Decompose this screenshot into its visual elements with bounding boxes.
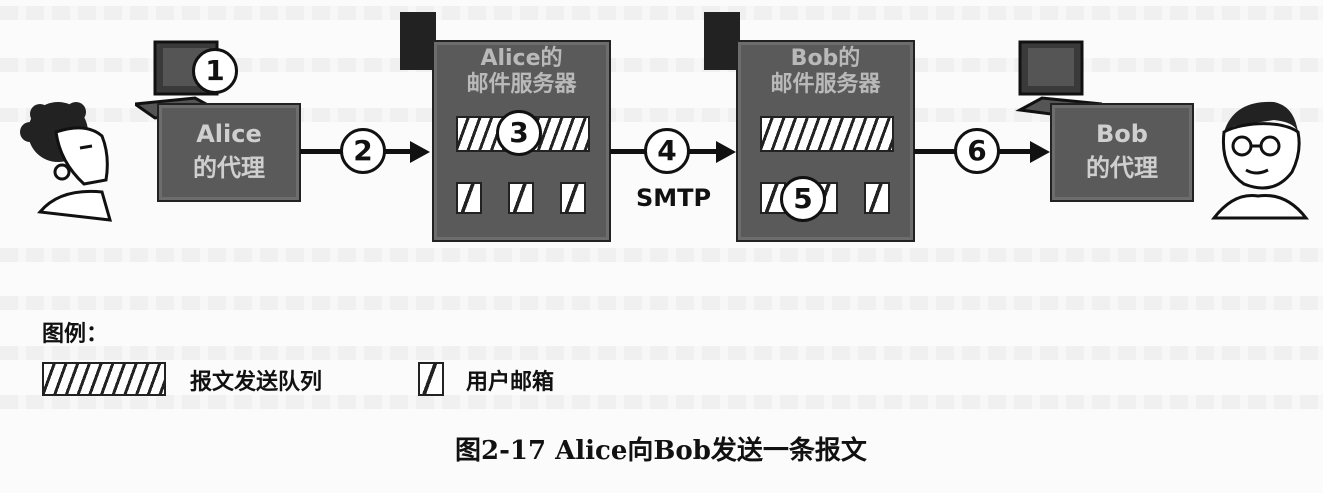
- alice-server-mailbox: [508, 182, 534, 214]
- legend-mailbox-symbol: [418, 362, 444, 396]
- alice-user-agent-box: Alice 的代理: [157, 103, 301, 202]
- bob-server-antenna-icon: [704, 12, 740, 70]
- legend-queue-symbol: [42, 362, 166, 396]
- alice-server-antenna-icon: [400, 12, 436, 70]
- step-1-marker: 1: [192, 48, 238, 94]
- alice-mail-server-box: Alice的 邮件服务器: [432, 40, 611, 242]
- figure-caption: 图2-17 Alice向Bob发送一条报文: [455, 436, 867, 466]
- bob-mail-server-box: Bob的 邮件服务器: [736, 40, 915, 242]
- arrow-head-step-2: [410, 141, 430, 163]
- arrow-head-step-6: [1030, 141, 1050, 163]
- background-bleed-line: [0, 108, 1323, 122]
- bob-server-mailbox: [864, 182, 890, 214]
- legend-queue-label: 报文发送队列: [190, 370, 323, 395]
- arrow-head-step-4: [716, 141, 736, 163]
- alice-agent-label: Alice 的代理: [193, 120, 265, 182]
- step-3-marker: 3: [496, 110, 542, 156]
- bob-server-label: Bob的 邮件服务器: [770, 46, 881, 97]
- background-bleed-line: [0, 58, 1323, 72]
- step-5-marker: 5: [780, 176, 826, 222]
- step-6-marker: 6: [954, 128, 1000, 174]
- legend-title: 图例：: [42, 322, 109, 347]
- background-bleed-line: [0, 395, 1323, 409]
- alice-server-mailbox: [456, 182, 482, 214]
- alice-server-label: Alice的 邮件服务器: [466, 46, 577, 97]
- legend-mailbox-label: 用户邮箱: [466, 370, 555, 395]
- step-4-marker: 4: [644, 128, 690, 174]
- bob-user-agent-box: Bob 的代理: [1050, 103, 1194, 202]
- background-bleed-line: [0, 346, 1323, 360]
- background-bleed-line: [0, 296, 1323, 310]
- alice-server-mailbox: [560, 182, 586, 214]
- background-bleed-line: [0, 248, 1323, 262]
- bob-agent-label: Bob 的代理: [1086, 120, 1158, 182]
- smtp-label: SMTP: [636, 184, 712, 212]
- bob-computer-icon: [1015, 40, 1102, 120]
- bob-person-icon: [1210, 101, 1310, 220]
- alice-person-icon: [20, 102, 113, 222]
- background-bleed-line: [0, 6, 1323, 20]
- bob-message-queue: [760, 116, 894, 152]
- step-2-marker: 2: [340, 128, 386, 174]
